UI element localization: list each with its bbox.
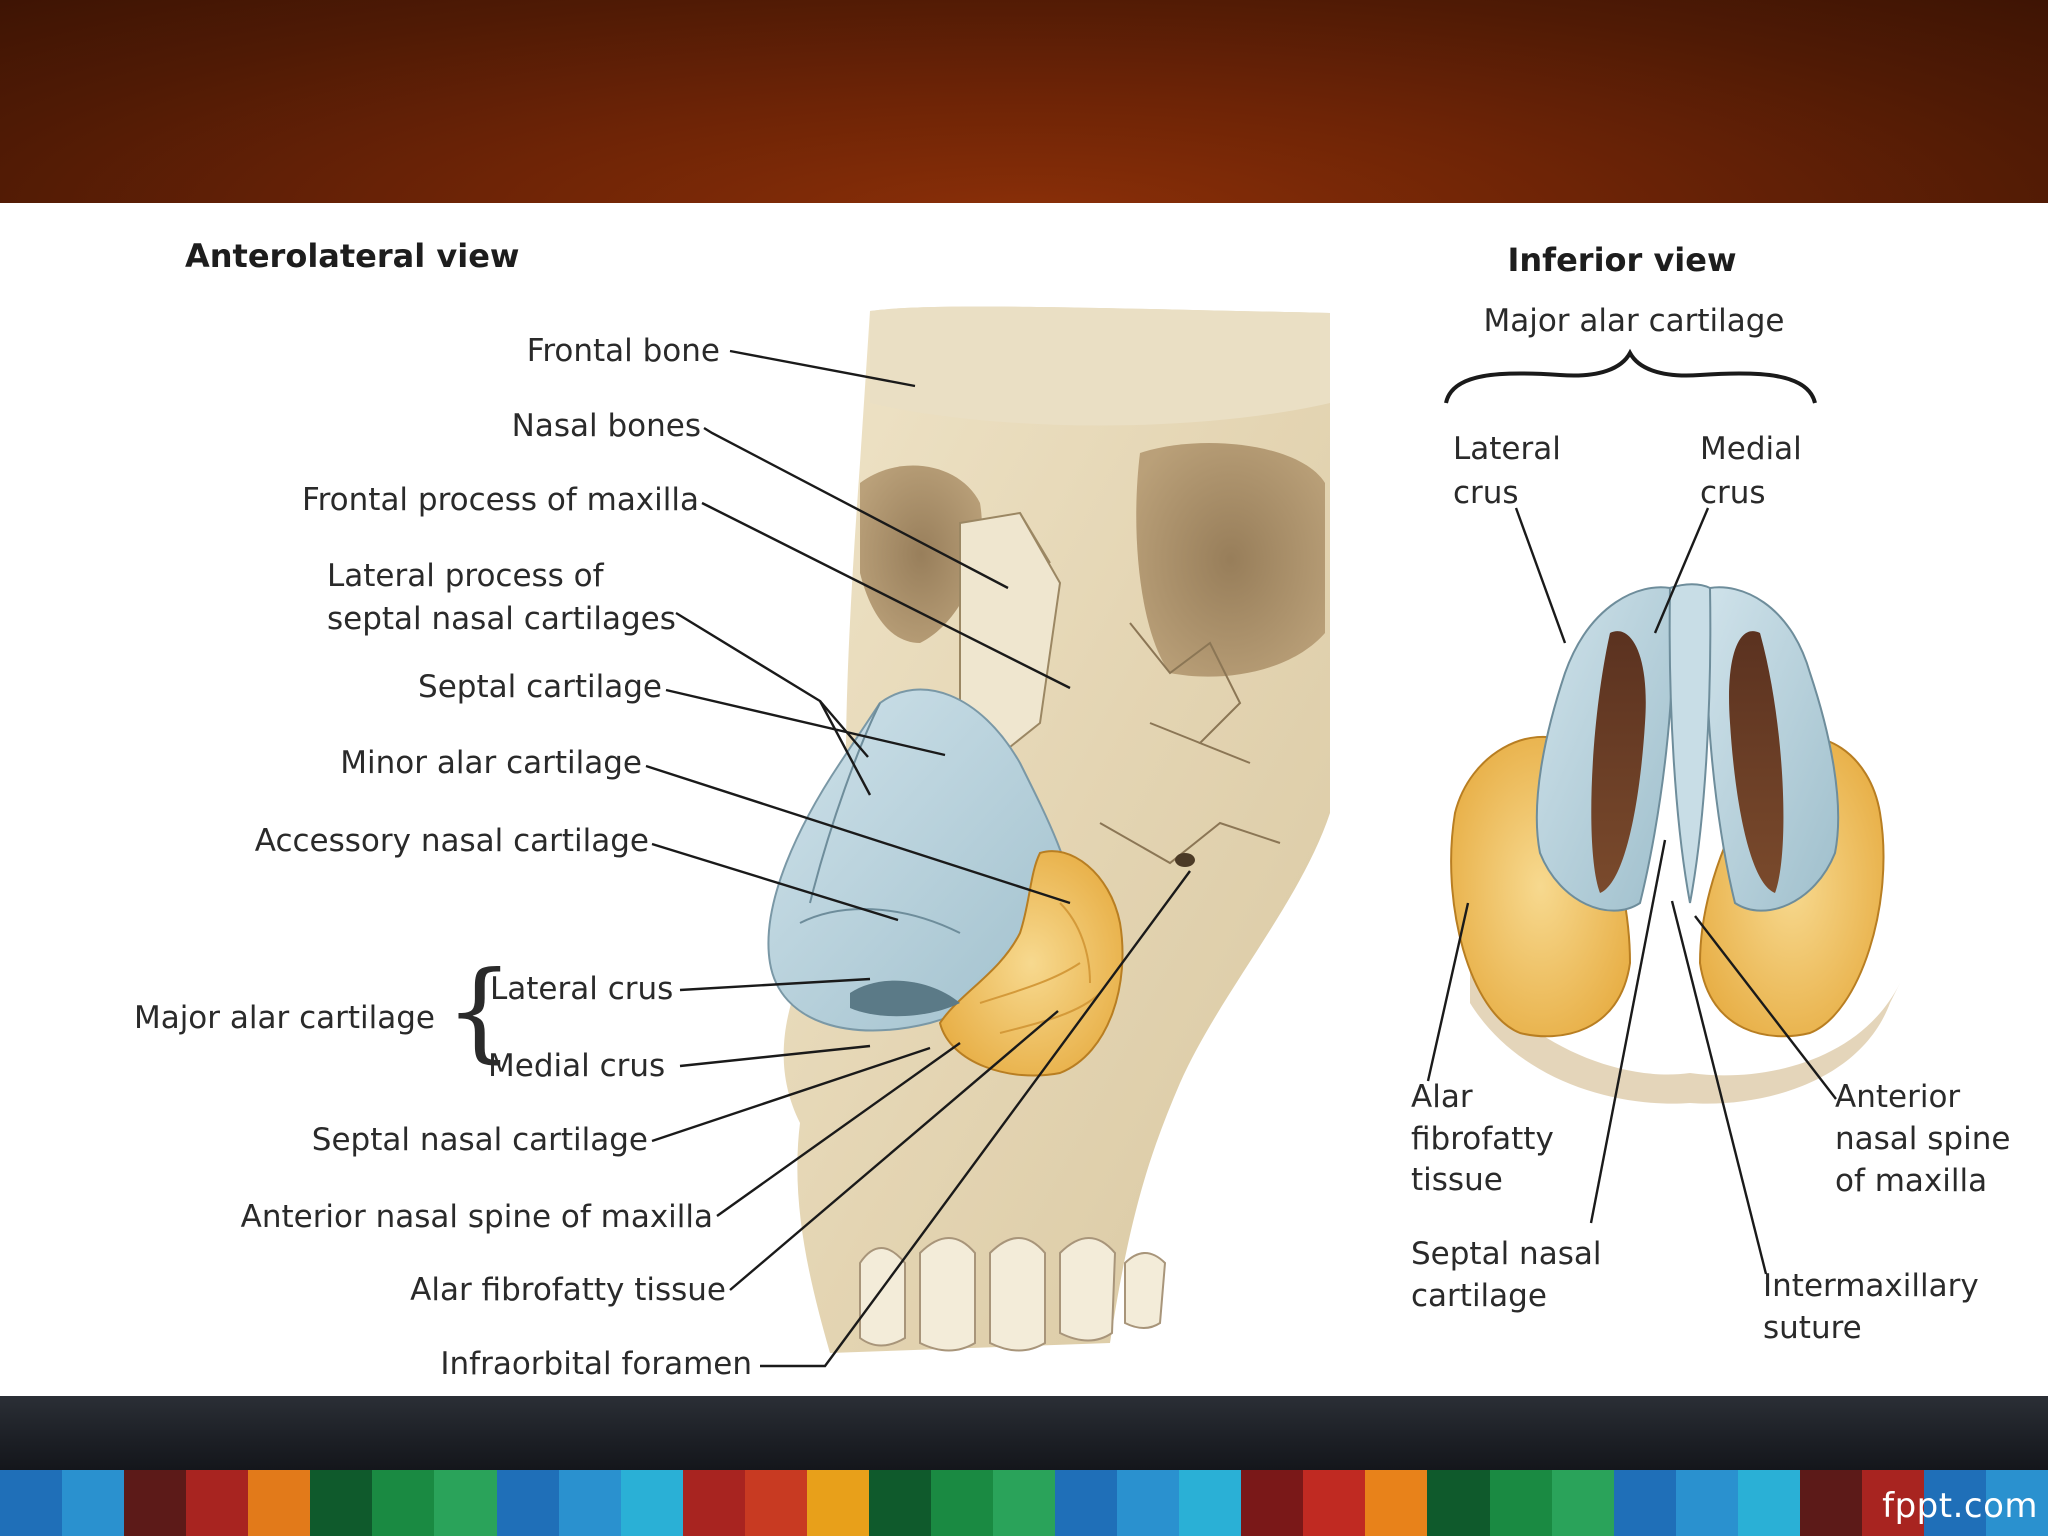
footer-color-block xyxy=(1799,1470,1862,1536)
footer-color-block xyxy=(310,1470,373,1536)
footer-color-block xyxy=(372,1470,435,1536)
footer-color-block xyxy=(1427,1470,1490,1536)
label-septal-cartilage: Septal cartilage xyxy=(418,669,662,705)
footer-color-block xyxy=(1861,1470,1924,1536)
label-medial-crus: Medial crus xyxy=(488,1048,665,1084)
skull-illustration xyxy=(767,306,1330,1353)
footer-color-block xyxy=(993,1470,1056,1536)
footer-color-block xyxy=(682,1470,745,1536)
footer-color-block xyxy=(186,1470,249,1536)
label-alar-fibrofatty: Alar fibrofatty tissue xyxy=(410,1272,726,1308)
label-anterior-spine: Anterior nasal spine of maxilla xyxy=(241,1199,713,1235)
label-r-anterior-2: nasal spine xyxy=(1835,1121,2010,1157)
fppt-brand-logo: fppt.com xyxy=(1882,1486,2038,1526)
footer-color-block xyxy=(1303,1470,1366,1536)
footer-color-block xyxy=(1179,1470,1242,1536)
footer-color-block xyxy=(248,1470,311,1536)
label-r-intermax-1: Intermaxillary xyxy=(1763,1268,1979,1304)
footer-color-block xyxy=(1489,1470,1552,1536)
right-leader-lines xyxy=(1426,507,1837,1275)
label-r-anterior-1: Anterior xyxy=(1835,1079,1960,1115)
label-r-medial-crus-2: crus xyxy=(1700,475,1766,511)
footer-color-strip xyxy=(0,1470,2048,1536)
left-leader-lines xyxy=(645,349,1191,1368)
footer-color-block xyxy=(1055,1470,1118,1536)
footer-color-block xyxy=(434,1470,497,1536)
label-r-septal-2: cartilage xyxy=(1411,1278,1547,1314)
anatomy-figure: Anterolateral view Frontal bone Nasal bo… xyxy=(0,203,2048,1396)
right-view-labels: Inferior view Major alar cartilage Later… xyxy=(1411,241,2010,1346)
label-r-alar-1: Alar xyxy=(1411,1079,1473,1115)
label-r-major-alar: Major alar cartilage xyxy=(1483,303,1784,339)
label-r-intermax-2: suture xyxy=(1763,1310,1862,1346)
footer-color-block xyxy=(806,1470,869,1536)
label-lateral-process-line1: Lateral process of xyxy=(327,558,605,594)
left-view-labels: Anterolateral view Frontal bone Nasal bo… xyxy=(134,237,752,1382)
footer-color-block xyxy=(1365,1470,1428,1536)
footer-color-block xyxy=(930,1470,993,1536)
footer-color-block xyxy=(868,1470,931,1536)
label-major-alar: Major alar cartilage xyxy=(134,1000,435,1036)
label-r-medial-crus-1: Medial xyxy=(1700,431,1802,467)
slide-footer-band xyxy=(0,1396,2048,1470)
footer-color-block xyxy=(124,1470,187,1536)
label-lateral-process-line2: septal nasal cartilages xyxy=(327,601,676,637)
footer-color-block xyxy=(62,1470,125,1536)
footer-color-block xyxy=(1613,1470,1676,1536)
footer-color-block xyxy=(1986,1470,2048,1536)
teeth xyxy=(859,1237,1167,1352)
footer-color-block xyxy=(1117,1470,1180,1536)
label-r-alar-3: tissue xyxy=(1411,1162,1503,1198)
slide-header-band xyxy=(0,0,2048,203)
label-r-alar-2: fibrofatty xyxy=(1411,1121,1554,1157)
label-frontal-bone: Frontal bone xyxy=(527,333,720,369)
label-r-lateral-crus-2: crus xyxy=(1453,475,1519,511)
label-frontal-process: Frontal process of maxilla xyxy=(302,482,699,518)
label-r-lateral-crus-1: Lateral xyxy=(1453,431,1561,467)
inferior-view-illustration xyxy=(1450,583,1900,1104)
label-accessory-nasal: Accessory nasal cartilage xyxy=(255,823,649,859)
label-r-septal-1: Septal nasal xyxy=(1411,1236,1601,1272)
label-lateral-crus: Lateral crus xyxy=(490,971,673,1007)
brace-major-alar: { xyxy=(445,949,514,1074)
label-septal-nasal: Septal nasal cartilage xyxy=(312,1122,648,1158)
footer-color-block xyxy=(1241,1470,1304,1536)
footer-color-block xyxy=(1551,1470,1614,1536)
footer-color-block xyxy=(1923,1470,1986,1536)
label-minor-alar: Minor alar cartilage xyxy=(340,745,642,781)
footer-color-block xyxy=(1675,1470,1738,1536)
label-nasal-bones: Nasal bones xyxy=(512,408,701,444)
nose-anatomy-illustration: Anterolateral view Frontal bone Nasal bo… xyxy=(134,237,2010,1382)
right-view-title: Inferior view xyxy=(1507,241,1736,279)
footer-color-block xyxy=(0,1470,63,1536)
label-infraorbital: Infraorbital foramen xyxy=(440,1346,752,1382)
footer-color-block xyxy=(1737,1470,1800,1536)
footer-color-block xyxy=(558,1470,621,1536)
footer-color-block xyxy=(620,1470,683,1536)
footer-color-block xyxy=(744,1470,807,1536)
footer-color-block xyxy=(496,1470,559,1536)
label-r-anterior-3: of maxilla xyxy=(1835,1163,1987,1199)
left-view-title: Anterolateral view xyxy=(185,237,519,275)
brace-r-major-alar xyxy=(1444,348,1817,404)
